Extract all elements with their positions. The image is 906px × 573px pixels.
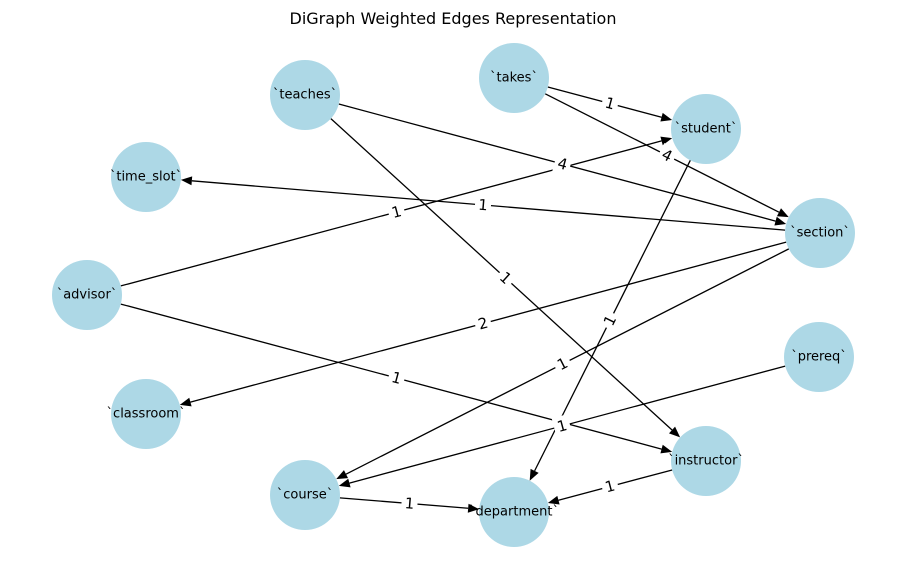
edge-weight-label: 2	[472, 311, 494, 336]
node-time_slot: `time_slot`	[110, 142, 182, 212]
node-label: `advisor`	[57, 288, 118, 303]
node-circle	[671, 94, 741, 164]
node-label: `instructor`	[668, 454, 744, 469]
node-student: `student`	[671, 94, 741, 164]
edge-weight-label: 4	[655, 142, 679, 169]
node-prereq: `prereq`	[784, 322, 854, 392]
arrowhead	[660, 444, 673, 454]
nodes-layer: `takes` `teaches` `student` `time_slot` `sec…	[52, 43, 855, 547]
edge-weight-label: 1	[550, 351, 575, 377]
node-label: `takes`	[490, 71, 538, 86]
node-advisor: `advisor`	[52, 260, 122, 330]
edge-weight-text: 2	[476, 314, 490, 334]
node-label: `section`	[790, 226, 850, 241]
node-circle	[270, 60, 340, 130]
node-department: `department`	[469, 477, 559, 547]
node-circle	[784, 322, 854, 392]
node-circle	[671, 426, 741, 496]
edge-weight-label: 1	[492, 265, 519, 291]
edge-weight-label: 1	[386, 366, 407, 390]
edge-weight-text: 1	[390, 202, 404, 222]
node-course: `course`	[270, 460, 340, 530]
node-label: `teaches`	[273, 88, 337, 103]
arrowhead	[180, 176, 193, 186]
edge-weight-label: 1	[551, 414, 573, 438]
edge-weight-text: 1	[603, 477, 617, 497]
arrowhead	[660, 112, 673, 122]
edge-weight-label: 1	[599, 474, 621, 499]
node-label: `course`	[277, 488, 333, 503]
node-circle	[270, 460, 340, 530]
edge-weight-text: 1	[603, 94, 617, 114]
node-circle	[111, 379, 181, 449]
node-teaches: `teaches`	[270, 60, 340, 130]
edge-weight-label: 1	[597, 308, 623, 333]
node-circle	[52, 260, 122, 330]
edge-weight-label: 4	[552, 152, 573, 176]
diagram-title: DiGraph Weighted Edges Representation	[290, 9, 617, 28]
edge-weight-label: 1	[599, 91, 621, 116]
node-circle	[479, 477, 549, 547]
node-circle	[111, 142, 181, 212]
edge-weight-label: 1	[386, 200, 407, 224]
node-section: `section`	[785, 198, 855, 268]
arrowhead	[776, 208, 789, 218]
edge-weight-text: 1	[390, 368, 404, 388]
edge-weight-text: 1	[555, 416, 569, 436]
node-label: `time_slot`	[110, 170, 182, 185]
arrowhead	[660, 136, 673, 146]
arrowhead	[179, 397, 192, 407]
node-circle	[479, 43, 549, 113]
edge-weight-text: 1	[477, 196, 488, 215]
node-circle	[785, 198, 855, 268]
edge-weight-text: 1	[404, 494, 415, 513]
arrowhead	[668, 426, 681, 438]
node-label: `prereq`	[791, 350, 847, 365]
node-instructor: `instructor`	[668, 426, 744, 496]
edge-weight-label: 1	[400, 492, 419, 515]
edge-weight-text: 4	[556, 154, 570, 174]
node-label: `department`	[469, 505, 559, 520]
node-label: `student`	[675, 122, 738, 137]
arrowhead	[336, 470, 349, 480]
edge-weight-label: 1	[474, 194, 492, 216]
arrowhead	[529, 468, 539, 481]
arrowhead	[774, 216, 787, 226]
arrowhead	[338, 478, 351, 488]
node-takes: `takes`	[479, 43, 549, 113]
node-classroom: `classroom`	[107, 379, 186, 449]
arrowhead	[467, 503, 480, 513]
arrowhead	[547, 495, 560, 505]
node-label: `classroom`	[107, 407, 186, 422]
